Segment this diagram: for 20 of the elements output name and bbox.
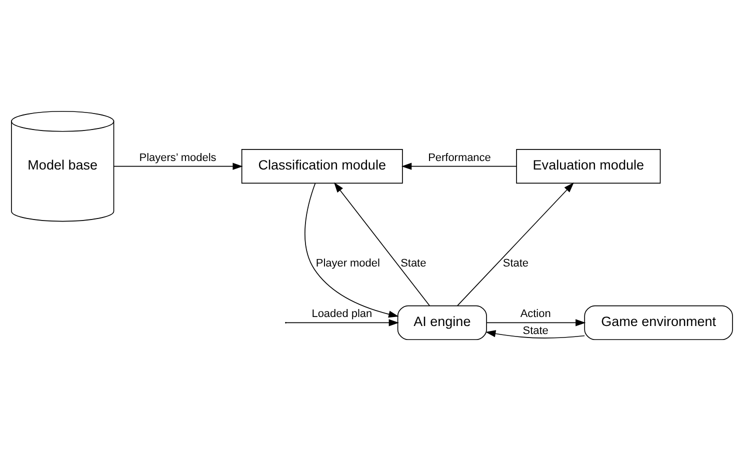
node-box: Game environment [584, 304, 733, 340]
edge-label: Action [520, 308, 551, 320]
arrow [113, 162, 243, 170]
arrow [334, 182, 430, 306]
edge-label: Player model [316, 256, 380, 269]
edge-label: State [502, 256, 529, 269]
node-box: AI engine [397, 304, 487, 340]
edge-label: State [522, 324, 548, 337]
edge-label: Loaded plan [312, 308, 372, 320]
arrow [286, 318, 399, 326]
node-box: Evaluation module [516, 148, 661, 184]
edge-label: Performance [428, 151, 491, 164]
edge-label: Players’ models [139, 151, 216, 164]
arrow [304, 182, 399, 318]
edge-label: State [400, 256, 426, 269]
arrow [457, 182, 574, 306]
arrow [401, 162, 517, 170]
arrow [486, 330, 585, 338]
node-box: Classification module [241, 148, 403, 184]
arrow [486, 318, 586, 326]
